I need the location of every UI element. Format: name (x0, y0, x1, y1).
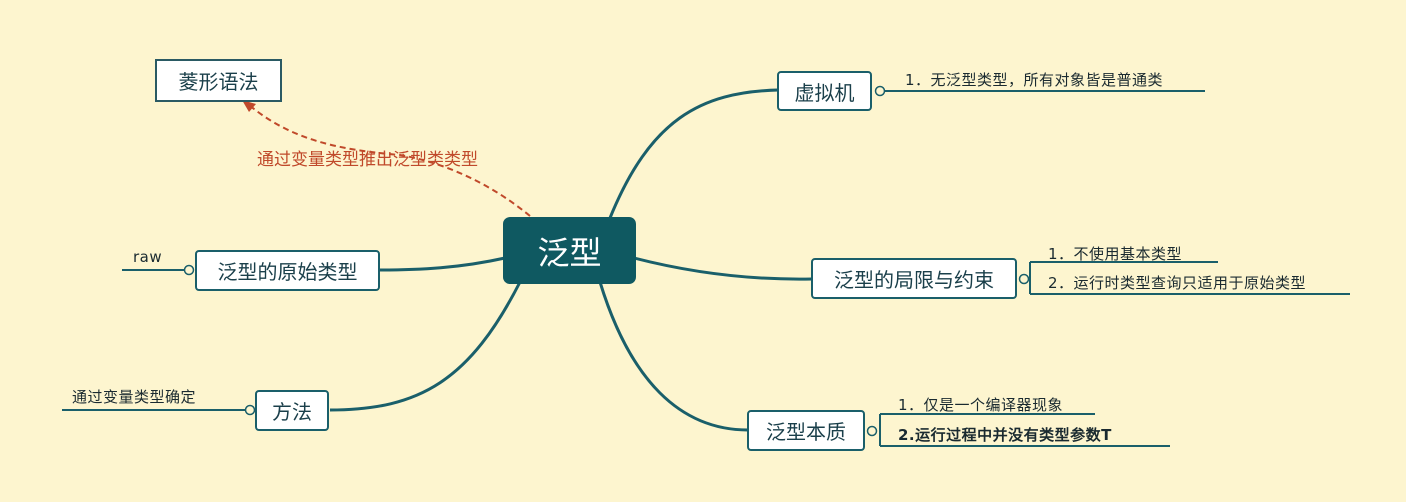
collapse-toggle-method[interactable] (244, 404, 256, 416)
relation-arrowhead (242, 100, 256, 112)
leaf-raw[interactable]: raw (133, 248, 163, 266)
collapse-toggle-essence[interactable] (866, 425, 878, 437)
branch-raw-type (379, 256, 506, 272)
leaf-bracket-limits (1029, 261, 1350, 295)
collapse-toggle-limits[interactable] (1018, 273, 1030, 285)
topic-generic-essence[interactable]: 泛型本质 (747, 410, 865, 451)
branch-essence (598, 281, 749, 432)
leaf-bracket-essence (879, 413, 1170, 447)
topic-virtual-machine[interactable]: 虚拟机 (777, 71, 872, 111)
leaf-limits-1[interactable]: 1．不使用基本类型 (1048, 245, 1183, 263)
topic-limits-and-constraints[interactable]: 泛型的局限与约束 (811, 258, 1017, 299)
relation-label[interactable]: 通过变量类型推出泛型类类型 (257, 150, 478, 170)
leaf-essence-2[interactable]: 2.运行过程中并没有类型参数T (898, 426, 1112, 444)
leaf-vm-1[interactable]: 1．无泛型类型，所有对象皆是普通类 (905, 71, 1164, 89)
collapse-toggle-vm[interactable] (874, 85, 886, 97)
collapse-toggle-raw[interactable] (183, 264, 195, 276)
branch-limits (633, 256, 813, 281)
topic-method[interactable]: 方法 (255, 390, 329, 431)
leaf-essence-1[interactable]: 1．仅是一个编译器现象 (898, 396, 1064, 414)
branch-method (329, 281, 522, 412)
central-topic[interactable]: 泛型 (503, 217, 636, 284)
relation-arrow (247, 103, 531, 217)
leaf-limits-2[interactable]: 2．运行时类型查询只适用于原始类型 (1048, 274, 1307, 292)
topic-raw-type[interactable]: 泛型的原始类型 (195, 250, 380, 291)
branch-virtual-machine (608, 88, 779, 219)
leaf-method-1[interactable]: 通过变量类型确定 (72, 388, 197, 406)
floating-topic-diamond-syntax[interactable]: 菱形语法 (155, 59, 282, 102)
